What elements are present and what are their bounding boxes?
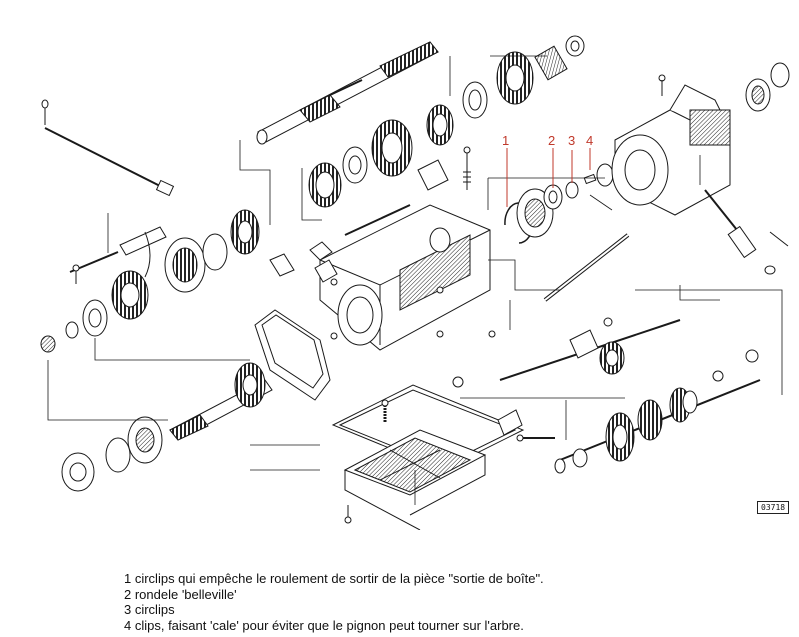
- selector-rail-right: [499, 233, 759, 382]
- reverse-idler: [497, 409, 555, 442]
- output-bearing-assembly: [504, 163, 614, 244]
- gearbox-housing: [319, 204, 491, 351]
- oil-pan: [331, 384, 525, 530]
- exploded-gearbox-diagram: [40, 35, 790, 530]
- callout-leaders: [506, 148, 591, 207]
- callout-1: 1: [502, 133, 510, 148]
- legend-item: 4 clips, faisant 'cale' pour éviter que …: [124, 617, 524, 633]
- main-shaft: [256, 41, 439, 145]
- diagram-reference-code: 03718: [757, 501, 790, 514]
- speedometer-drive: [704, 189, 789, 275]
- housing-gasket: [254, 309, 331, 401]
- input-shaft-bottom-left: [61, 362, 273, 492]
- callout-3: 3: [568, 133, 576, 148]
- legend: 1 circlips qui empêche le roulement de s…: [0, 571, 799, 633]
- selector-rod-top-left: [41, 99, 175, 197]
- top-gear-cluster: [308, 35, 585, 208]
- rear-extension-housing: [611, 62, 790, 216]
- bolts-and-springs: [72, 264, 496, 423]
- callout-4: 4: [586, 133, 594, 148]
- legend-item: 2 rondele 'belleville': [124, 586, 237, 602]
- layshaft-cluster: [554, 379, 761, 474]
- assembly-guide-lines: [47, 55, 783, 505]
- selector-forks-middle: [269, 146, 471, 283]
- callout-2: 2: [548, 133, 556, 148]
- legend-item: 3 circlips: [124, 602, 175, 617]
- left-gear-assembly: [40, 209, 260, 353]
- legend-item: 1 circlips qui empêche le roulement de s…: [124, 571, 544, 586]
